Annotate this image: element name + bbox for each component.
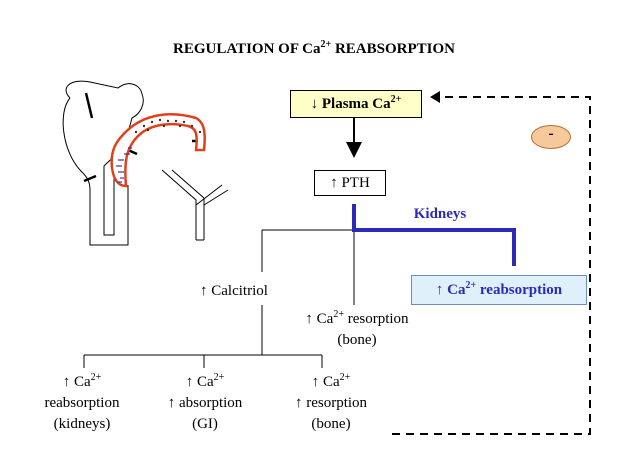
outcome-bone: ↑ Ca2+ ↑ resorption (bone): [294, 372, 368, 433]
plasma-calcium-box: ↓ Plasma Ca2+: [290, 90, 422, 118]
feedback-loop-dashed: [392, 96, 591, 435]
nephron-illustration: [62, 80, 229, 246]
down-arrow-icon: ↓: [310, 96, 319, 112]
outcome-kidneys: ↑ Ca2+ reabsorption (kidneys): [44, 372, 120, 433]
bone-resorption-label: ↑ Ca2+ resorption (bone): [305, 309, 409, 349]
feedback-arrowhead: [430, 91, 440, 103]
up-arrow-icon: ↑: [305, 311, 313, 327]
pth-branch-lines: [83, 229, 355, 368]
negative-feedback-badge: -: [531, 125, 571, 149]
kidneys-connector: [352, 204, 516, 266]
kidneys-label: Kidneys: [413, 206, 467, 222]
calcitriol-label: ↑ Calcitriol: [200, 283, 268, 299]
outcome-gi: ↑ Ca2+ ↑ absorption (GI): [167, 372, 243, 433]
pth-box: ↑ PTH: [314, 170, 386, 196]
up-arrow-icon: ↑: [200, 283, 208, 299]
calcium-reabsorption-box: ↑ Ca2+ reabsorption: [411, 275, 587, 305]
page-title: REGULATION OF Ca2+ REABSORPTION: [173, 39, 455, 58]
up-arrow-icon: ↑: [330, 175, 338, 191]
up-arrow-icon: ↑: [435, 282, 444, 298]
distal-tubule-highlight: [110, 113, 206, 188]
